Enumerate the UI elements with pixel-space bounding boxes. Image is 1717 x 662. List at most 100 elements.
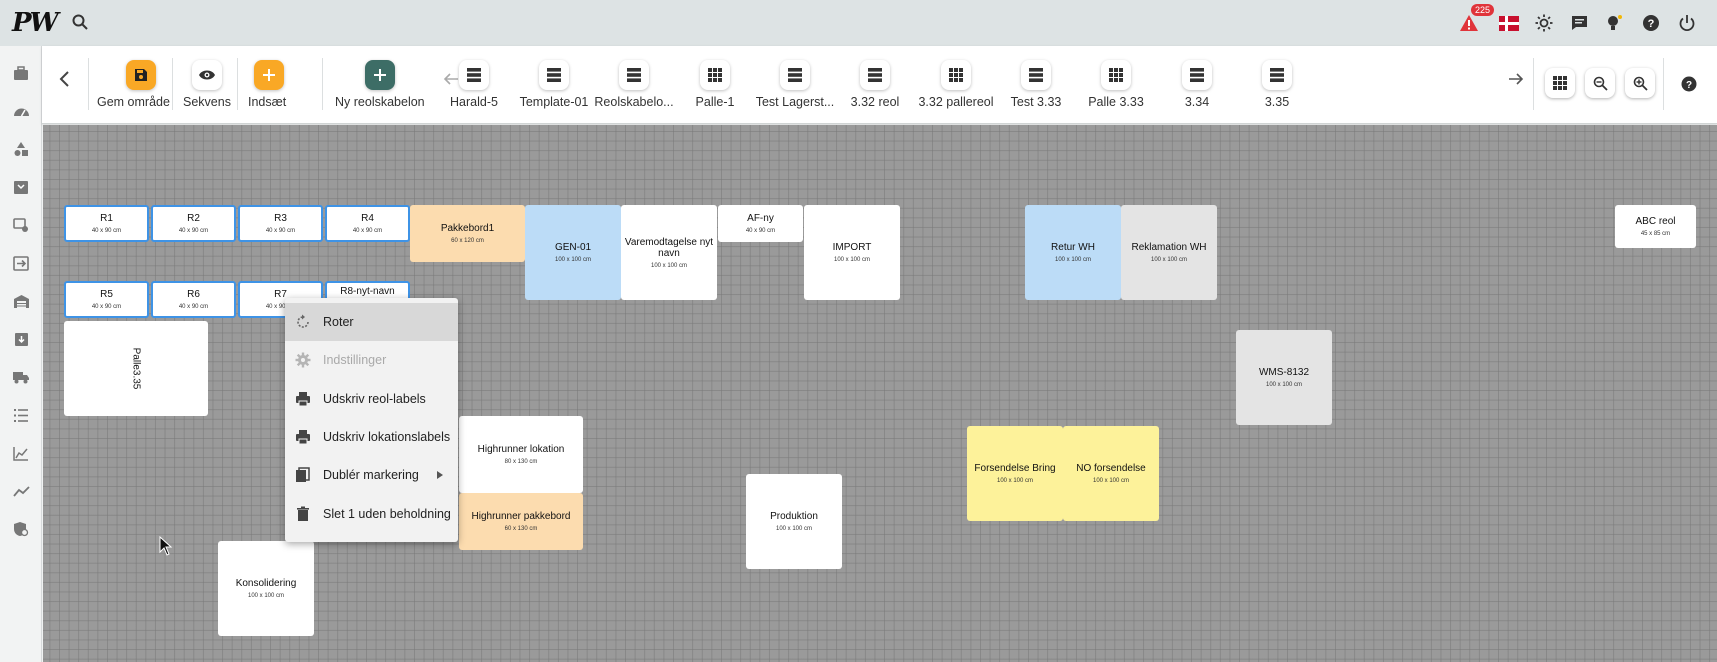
template-test-lagerst[interactable]: Test Lagerst... <box>750 60 840 109</box>
list-icon <box>780 60 810 90</box>
box-dimensions: 60 x 120 cm <box>451 238 484 244</box>
template-label: 3.32 reol <box>850 95 900 109</box>
nav-picking[interactable] <box>12 216 30 234</box>
template-palle-1[interactable]: Palle-1 <box>670 60 760 109</box>
nav-dashboard[interactable] <box>12 102 30 120</box>
speedometer-icon <box>13 108 29 117</box>
box-name: R8-nyt-navn <box>340 286 395 297</box>
template-3-35[interactable]: 3.35 <box>1232 60 1322 109</box>
nav-orders[interactable] <box>12 64 30 82</box>
alerts-button[interactable]: 225 <box>1457 4 1495 36</box>
nav-warehouse[interactable] <box>12 292 30 310</box>
template-3-32-pallereol[interactable]: 3.32 pallereol <box>911 60 1001 109</box>
nav-lists[interactable] <box>12 406 30 424</box>
search-icon[interactable] <box>71 13 89 31</box>
template-harald-5[interactable]: Harald-5 <box>429 60 519 109</box>
template-reolskabelo[interactable]: Reolskabelo... <box>589 60 679 109</box>
menu-item-label: Slet 1 uden beholdning <box>323 507 451 521</box>
box-name: Highrunner pakkebord <box>471 511 571 522</box>
power-icon <box>1679 15 1695 32</box>
zoom-out-button[interactable] <box>1585 68 1615 98</box>
nav-analytics[interactable] <box>12 482 30 500</box>
picking-icon <box>12 217 28 232</box>
sequence-button[interactable]: Sekvens <box>183 60 231 109</box>
template-3-34[interactable]: 3.34 <box>1152 60 1242 109</box>
language-button[interactable] <box>1497 10 1521 36</box>
app-logo[interactable]: PW <box>12 8 59 38</box>
messages-button[interactable] <box>1567 10 1591 36</box>
shelf-box[interactable]: AF-ny 40 x 90 cm <box>718 205 803 242</box>
template-test-3-33[interactable]: Test 3.33 <box>991 60 1081 109</box>
save-area-label: Gem område <box>97 95 170 109</box>
nav-admin[interactable] <box>12 520 30 538</box>
nav-shipping[interactable] <box>12 368 30 386</box>
context-menu: Roter Indstillinger Udskriv reol-labels … <box>285 298 458 542</box>
box-name: Palle3.35 <box>130 347 142 390</box>
template-template-01[interactable]: Template-01 <box>509 60 599 109</box>
help-button[interactable]: ? <box>1639 10 1663 36</box>
editor-help-button[interactable]: ? <box>1681 76 1697 97</box>
numbered-list-icon <box>14 408 28 422</box>
nav-download[interactable] <box>12 330 30 348</box>
grid-toggle-button[interactable] <box>1545 68 1575 98</box>
svg-text:?: ? <box>1686 80 1692 91</box>
toolbar-separator <box>1533 58 1534 110</box>
menu-item-label: Dublér markering <box>323 468 419 482</box>
template-label: Reolskabelo... <box>594 95 674 109</box>
save-area-button[interactable]: Gem område <box>97 60 170 109</box>
pallet-box[interactable]: Palle3.35 <box>64 321 208 416</box>
box-name: Varemodtagelse nyt navn <box>624 236 714 259</box>
delete-empty-menu-item[interactable]: Slet 1 uden beholdning <box>285 495 458 533</box>
toolbar-separator <box>1663 58 1664 110</box>
back-chevron-icon[interactable] <box>58 70 72 88</box>
nav-inbound[interactable] <box>12 178 30 196</box>
scroll-right-arrow-icon[interactable] <box>1508 72 1524 86</box>
nav-reports[interactable] <box>12 444 30 462</box>
box-dimensions: 100 x 100 cm <box>1150 257 1188 263</box>
box-dimensions: 40 x 90 cm <box>745 228 776 234</box>
zoom-in-button[interactable] <box>1625 68 1655 98</box>
template-palle-3-33[interactable]: Palle 3.33 <box>1071 60 1161 109</box>
duplicate-selection-menu-item[interactable]: Dublér markering <box>285 456 458 494</box>
box-name: AF-ny <box>747 213 774 224</box>
lightbulb-icon <box>1608 15 1622 30</box>
print-shelf-labels-menu-item[interactable]: Udskriv reol-labels <box>285 380 458 418</box>
template-3-32-reol[interactable]: 3.32 reol <box>830 60 920 109</box>
tips-button[interactable] <box>1602 10 1626 36</box>
box-name: Retur WH <box>1051 242 1095 253</box>
new-shelf-template-button[interactable]: Ny reolskabelon <box>335 60 425 109</box>
box-dimensions: 100 x 100 cm <box>775 526 813 532</box>
box-dimensions: 40 x 90 cm <box>91 228 122 234</box>
nav-transfer[interactable] <box>12 254 30 272</box>
grid-icon <box>700 60 730 90</box>
logout-button[interactable] <box>1675 10 1699 36</box>
print-location-labels-menu-item[interactable]: Udskriv lokationslabels <box>285 418 458 456</box>
nav-products[interactable] <box>12 140 30 158</box>
rotate-menu-item[interactable]: Roter <box>285 303 458 341</box>
printer-icon <box>296 430 310 445</box>
theme-button[interactable] <box>1532 10 1556 36</box>
scroll-left-arrow-icon[interactable] <box>443 72 459 86</box>
insert-button[interactable]: Indsæt <box>248 60 286 109</box>
